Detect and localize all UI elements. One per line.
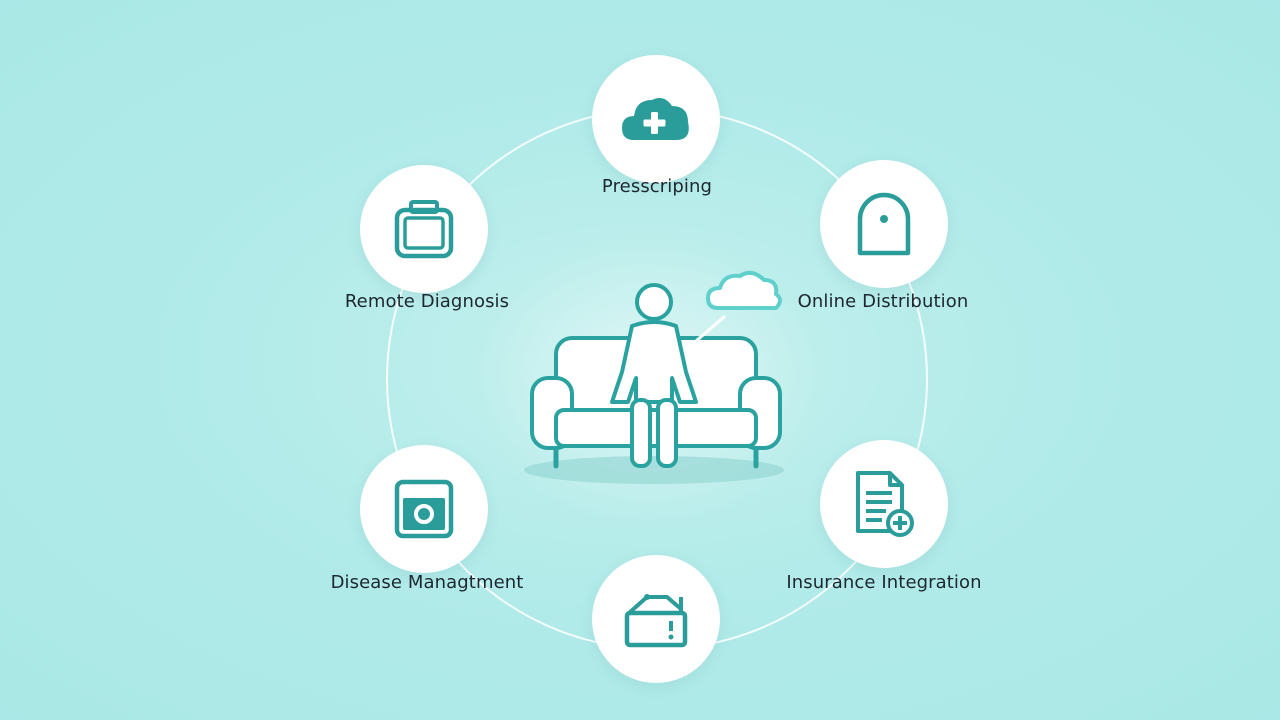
prescribing-label: Presscriping [601, 176, 713, 197]
device-frame-icon [394, 200, 454, 259]
alert-node[interactable] [592, 555, 720, 683]
remote-diagnosis-label: Remote Diagnosis [344, 291, 510, 312]
patient-on-sofa-icon [524, 270, 784, 484]
disease-management-node[interactable] [360, 445, 488, 573]
insurance-integration-node[interactable] [820, 440, 948, 568]
cloud-icon [706, 270, 782, 310]
insurance-integration-label: Insurance Integration [786, 572, 982, 593]
cloud-plus-icon [622, 98, 689, 140]
remote-diagnosis-node[interactable] [360, 165, 488, 293]
disc-device-icon [857, 192, 911, 256]
disease-management-label: Disease Managtment [330, 572, 524, 593]
online-distribution-label: Online Distribution [797, 291, 969, 312]
alert-box-icon [624, 594, 688, 648]
online-distribution-node[interactable] [820, 160, 948, 288]
prescribing-node[interactable] [592, 55, 720, 183]
document-plus-icon [856, 471, 914, 537]
monitor-record-icon [394, 479, 454, 539]
